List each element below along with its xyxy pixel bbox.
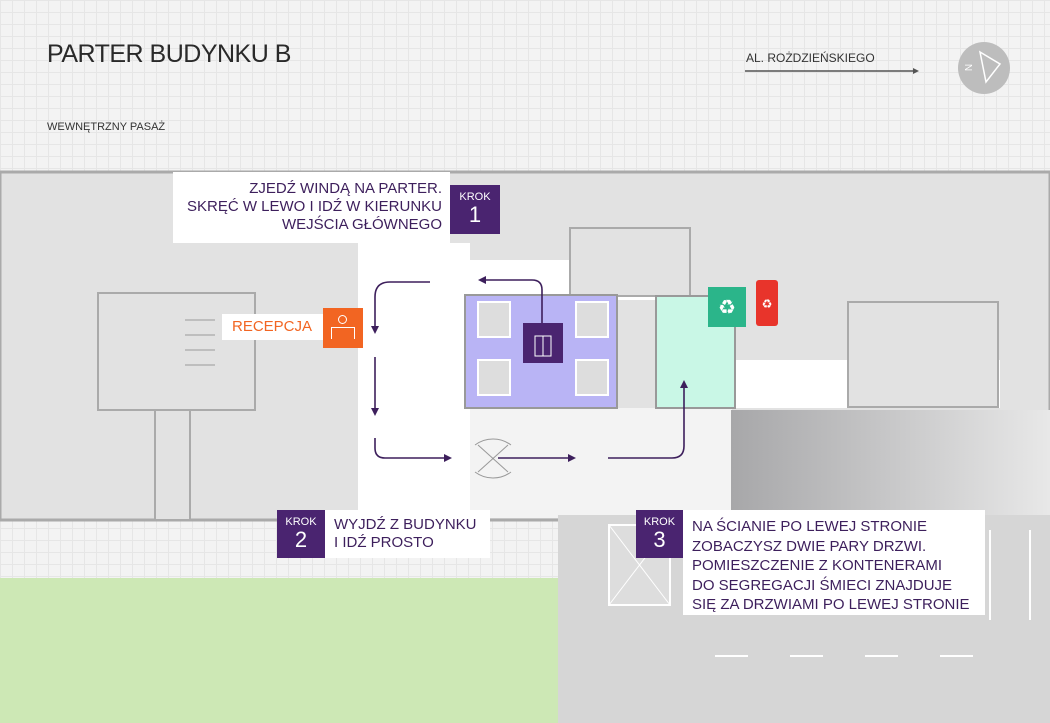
svg-text:♻: ♻ <box>762 297 773 311</box>
street-arrow <box>745 68 919 74</box>
area-label: WEWNĘTRZNY PASAŻ <box>47 121 166 133</box>
rooms-top <box>569 227 691 297</box>
elevator <box>477 301 511 338</box>
step-2-text: WYJDŹ Z BUDYNKU I IDŹ PROSTO <box>325 510 490 558</box>
north-arrow-icon: N <box>964 63 976 72</box>
elevator <box>575 301 609 338</box>
street-label: AL. ROŻDZIEŃSKIEGO <box>746 51 875 65</box>
compass <box>958 42 1010 94</box>
corridor-left <box>154 409 191 521</box>
reception-desk-icon <box>323 308 363 348</box>
svg-text:♻: ♻ <box>718 297 736 319</box>
step-number: 1 <box>468 202 482 227</box>
step-line: I IDŹ PROSTO <box>334 534 434 551</box>
elevator <box>477 359 511 396</box>
step-badge-label: KROK <box>285 516 317 528</box>
step-line: DO SEGREGACJI ŚMIECI ZNAJDUJE <box>692 576 953 594</box>
step-badge-label: KROK <box>643 516 676 528</box>
step-3-badge: KROK 3 <box>636 510 683 558</box>
step-line: POMIESZCZENIE Z KONTENERAMI <box>692 557 943 574</box>
step-1-text: ZJEDŹ WINDĄ NA PARTER. SKRĘĆ W LEWO I ID… <box>173 172 450 243</box>
step-number: 3 <box>653 527 666 552</box>
waste-bin-icon <box>756 280 778 326</box>
step-line: NA ŚCIANIE PO LEWEJ STRONIE <box>692 518 928 535</box>
step-number: 2 <box>294 527 308 552</box>
stair-block-left <box>97 292 256 411</box>
step-line: WEJŚCIA GŁÓWNEGO <box>281 216 442 233</box>
step-line: SKRĘĆ W LEWO I IDŹ W KIERUNKU <box>186 198 442 215</box>
dark-area <box>731 410 1050 515</box>
step-3-text: NA ŚCIANIE PO LEWEJ STRONIE ZOBACZYSZ DW… <box>683 510 985 615</box>
step-line: ZJEDŹ WINDĄ NA PARTER. <box>249 180 442 197</box>
reception-label: RECEPCJA <box>222 314 323 340</box>
entrance-door <box>474 438 512 479</box>
lawn <box>0 578 558 723</box>
recycling-icon <box>708 287 746 327</box>
route <box>374 279 685 459</box>
step-line: WYJDŹ Z BUDYNKU <box>334 516 477 533</box>
step-1-badge: KROK 1 <box>450 185 500 234</box>
step-line: ZOBACZYSZ DWIE PARY DRZWI. <box>692 537 927 555</box>
step-badge-label: KROK <box>459 191 491 203</box>
step-line: SIĘ ZA DRZWIAMI PO LEWEJ STRONIE <box>692 596 970 613</box>
page-title: PARTER BUDYNKU B <box>47 40 291 68</box>
entrance-paving <box>470 408 732 518</box>
elevator <box>575 359 609 396</box>
step-2-badge: KROK 2 <box>277 510 325 558</box>
stair-block-right <box>847 301 999 408</box>
